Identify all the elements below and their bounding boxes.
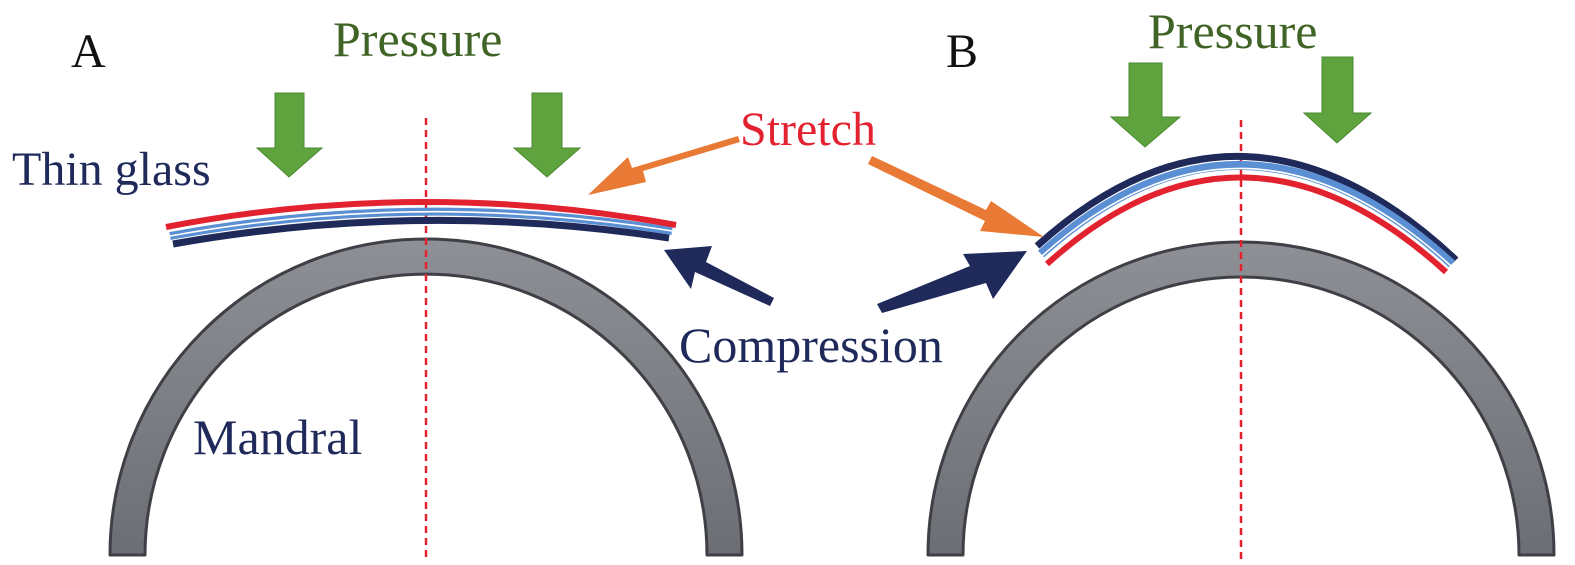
glass-b-inner-line — [1041, 167, 1452, 267]
glass-a-inner-line — [169, 210, 673, 237]
glass-a-tension-layer — [165, 199, 677, 230]
pressure-arrow-a-left — [255, 92, 324, 178]
stretch-label: Stretch — [740, 103, 876, 156]
stretch-arrow-a — [588, 136, 740, 195]
thin-glass-label: Thin glass — [12, 143, 211, 196]
compression-label: Compression — [679, 317, 943, 373]
panel-b-pressure-label: Pressure — [1148, 3, 1318, 59]
panel-b — [926, 56, 1556, 562]
glass-a-compression-layer — [172, 216, 670, 248]
pressure-arrow-a-right — [512, 92, 582, 178]
mandrel-a — [108, 237, 744, 557]
stretch-arrows — [588, 136, 1044, 237]
compression-arrow-b — [877, 251, 1027, 313]
panel-a-letter: A — [71, 25, 106, 78]
glass-b-compression-layer — [1034, 152, 1459, 263]
compression-arrows — [664, 246, 1027, 313]
panel-b-letter: B — [946, 25, 979, 78]
panel-a — [108, 92, 744, 562]
thin-glass-a — [165, 199, 677, 248]
glass-b-mid-layer — [1037, 160, 1456, 268]
mandral-label: Mandral — [193, 409, 363, 465]
stretch-arrow-b — [868, 156, 1044, 237]
compression-arrow-a — [664, 246, 774, 306]
pressure-arrow-b-left — [1109, 62, 1182, 148]
mandrel-b — [926, 240, 1556, 557]
glass-b-tension-layer — [1044, 174, 1449, 275]
pressure-arrow-b-right — [1302, 56, 1373, 144]
thin-glass-b — [1034, 152, 1459, 275]
panel-a-pressure-label: Pressure — [333, 11, 503, 67]
